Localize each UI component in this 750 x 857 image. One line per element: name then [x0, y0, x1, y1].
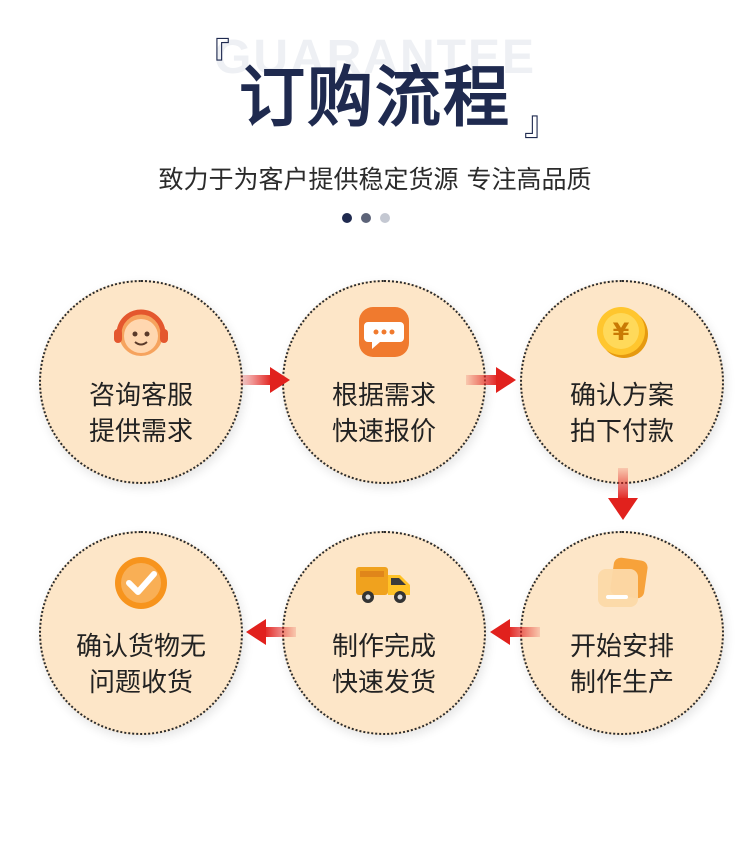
arrow-right-icon: [466, 367, 516, 393]
step-line-2: 快速报价: [331, 417, 436, 447]
step-label: 制作完成 快速发货: [284, 629, 484, 701]
step-line-1: 确认货物无: [75, 632, 206, 662]
page-header: GUARANTEE 『 订购流程 』 致力于为客户提供稳定货源 专注高品质: [0, 0, 750, 240]
step-line-2: 拍下付款: [569, 417, 674, 447]
svg-text:¥: ¥: [613, 318, 630, 346]
step-5-circle: 制作完成 快速发货: [282, 531, 486, 735]
step-line-1: 咨询客服: [88, 381, 193, 411]
page-title: 订购流程: [239, 59, 511, 136]
step-4-circle: 开始安排 制作生产: [520, 531, 724, 735]
folder-icon: [598, 557, 648, 607]
checkmark-icon: [115, 557, 167, 609]
step-line-1: 制作完成: [331, 632, 436, 662]
delivery-truck-icon: [356, 567, 410, 603]
step-2-circle: 根据需求 快速报价: [282, 280, 486, 484]
step-line-1: 确认方案: [569, 381, 674, 411]
yuan-coin-icon: ¥: [597, 307, 648, 358]
step-line-2: 问题收货: [88, 668, 193, 698]
step-line-1: 开始安排: [569, 632, 674, 662]
title-bracket-left: 『: [196, 36, 230, 76]
step-label: 咨询客服 提供需求: [41, 378, 241, 450]
dot: [361, 213, 371, 223]
step-line-2: 快速发货: [331, 668, 436, 698]
pagination-dots: [342, 213, 390, 223]
arrow-left-icon: [246, 619, 296, 645]
step-6-circle: 确认货物无 问题收货: [39, 531, 243, 735]
page-subtitle: 致力于为客户提供稳定货源 专注高品质: [158, 165, 592, 194]
chat-bubble-icon: [359, 307, 409, 357]
dot-active: [342, 213, 352, 223]
step-label: 根据需求 快速报价: [284, 378, 484, 450]
watermark-text: GUARANTEE: [213, 31, 536, 84]
step-line-1: 根据需求: [331, 381, 436, 411]
customer-service-icon: [114, 309, 168, 356]
arrow-right-icon: [240, 367, 290, 393]
arrow-down-icon: [608, 468, 638, 520]
step-line-2: 提供需求: [88, 417, 193, 447]
title-bracket-right: 』: [524, 104, 558, 144]
step-line-2: 制作生产: [569, 668, 674, 698]
step-label: 开始安排 制作生产: [522, 629, 722, 701]
dot: [380, 213, 390, 223]
step-3-circle: ¥ 确认方案 拍下付款: [520, 280, 724, 484]
step-label: 确认货物无 问题收货: [41, 629, 241, 701]
step-label: 确认方案 拍下付款: [522, 378, 722, 450]
step-1-circle: 咨询客服 提供需求: [39, 280, 243, 484]
arrow-left-icon: [490, 619, 540, 645]
